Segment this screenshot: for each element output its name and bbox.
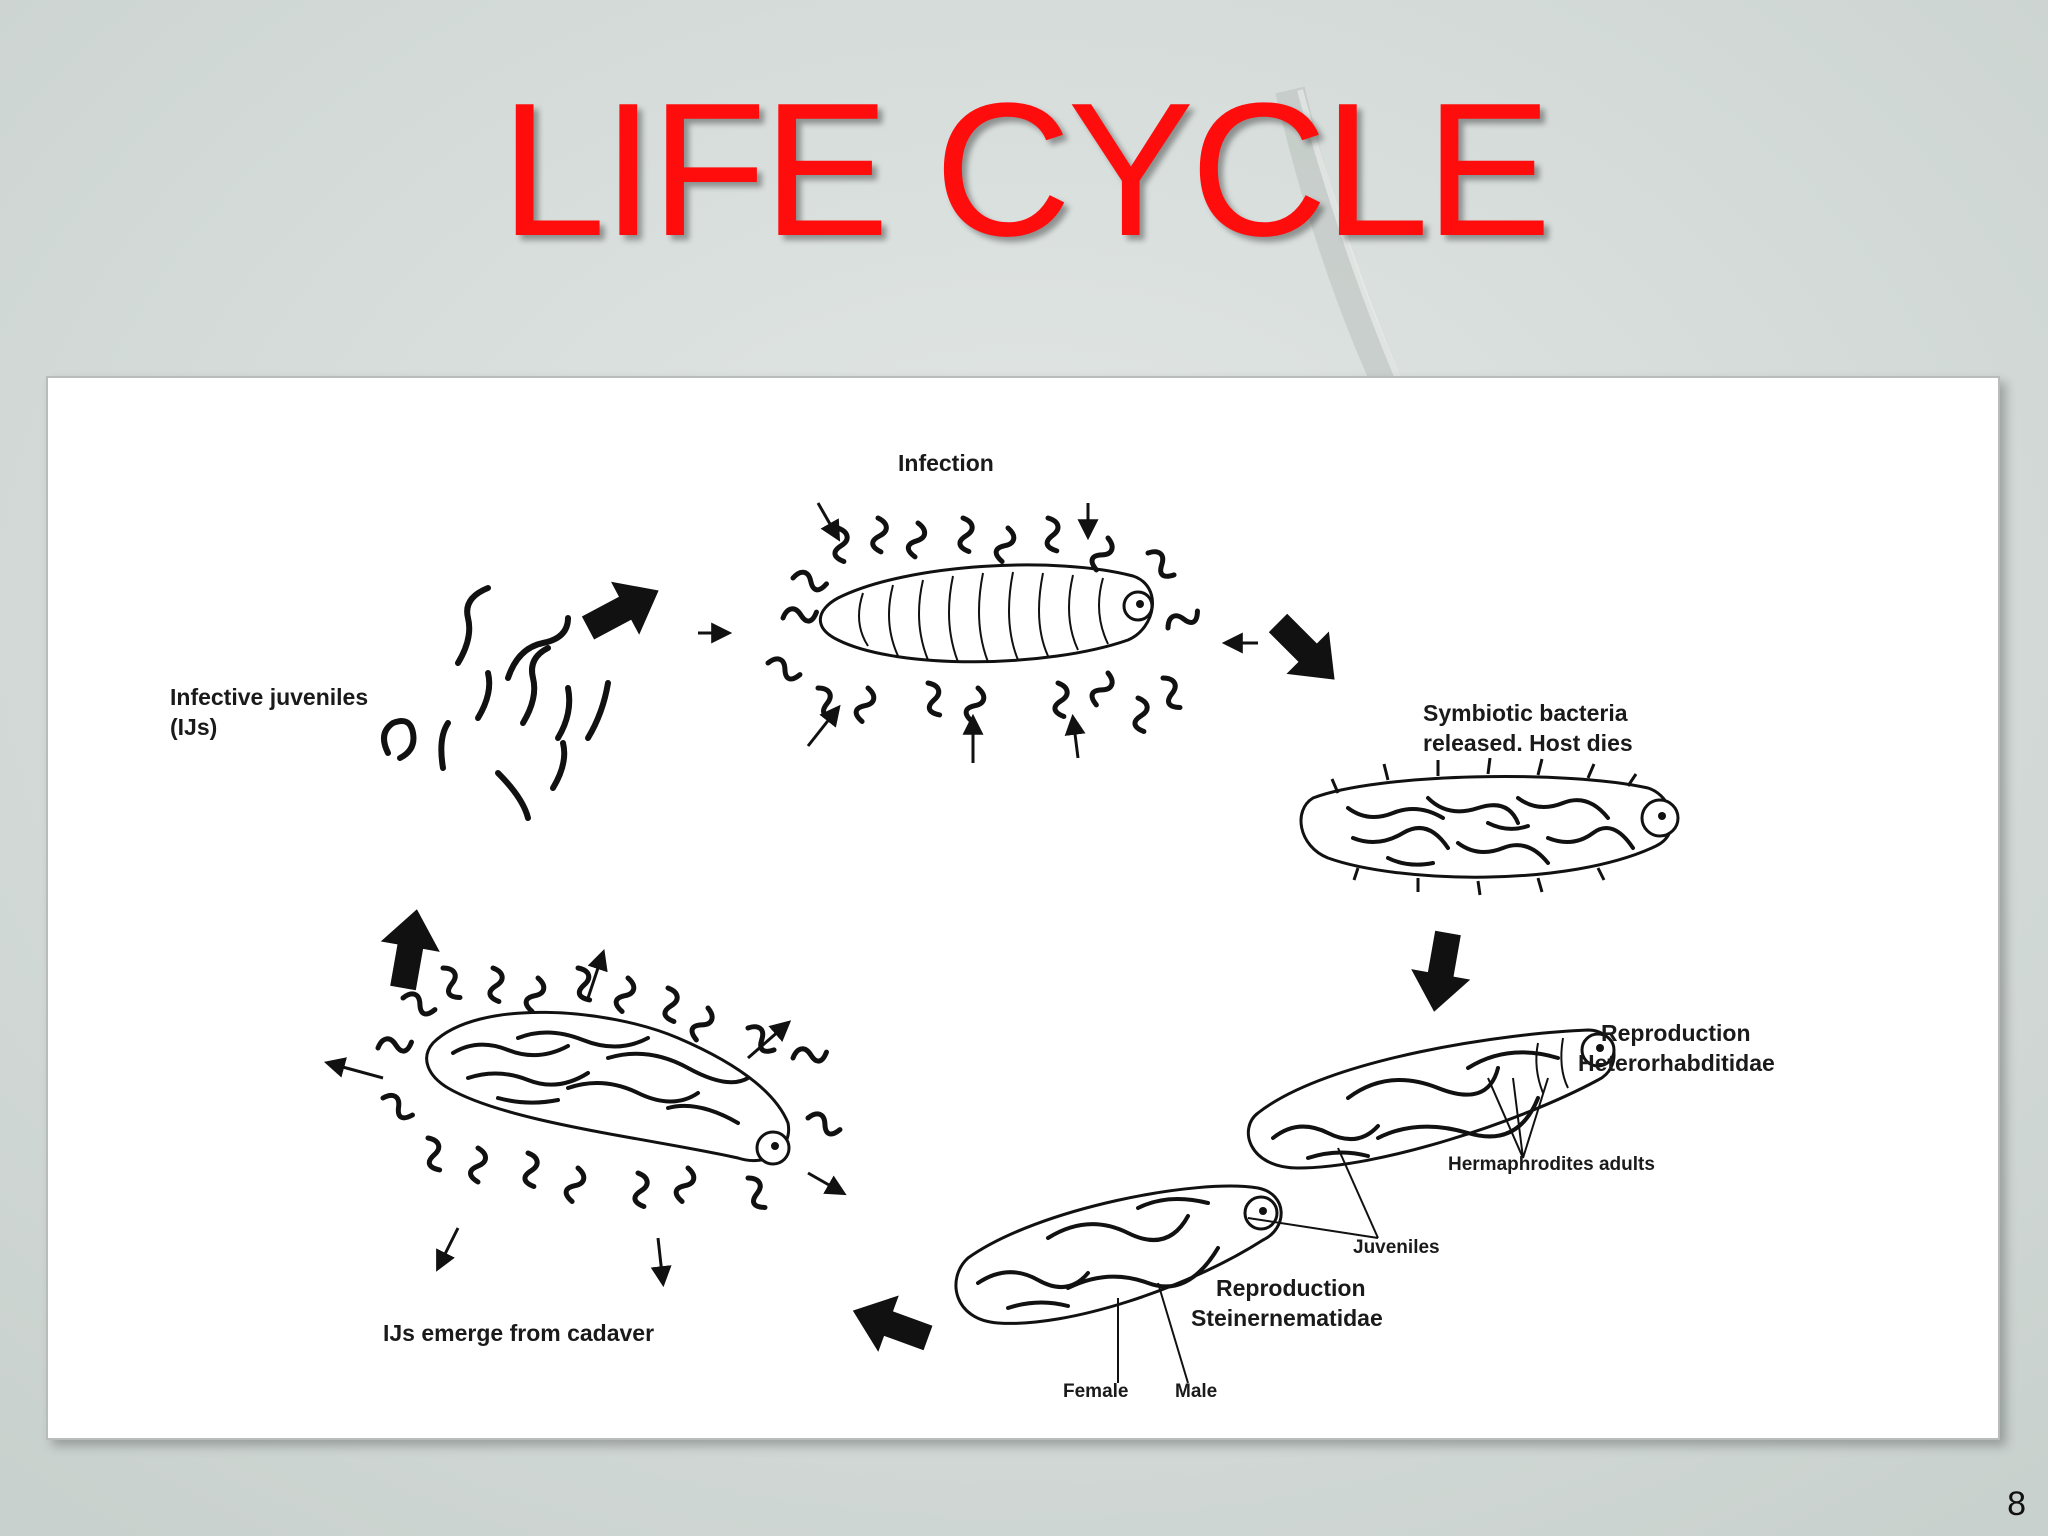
cycle-arrow-to-emergence — [842, 1282, 939, 1367]
hermaphrodites-pointer-lines — [1487, 1077, 1549, 1159]
steinernematidae-reproduction-illustration — [954, 1184, 1283, 1325]
label-infection: Infection — [898, 450, 994, 476]
label-heterorhabditidae-line1: Reproduction — [1601, 1020, 1751, 1046]
infective-juveniles-illustration — [381, 585, 611, 821]
cycle-arrow-to-juveniles — [373, 904, 447, 994]
cycle-arrow-to-infection — [573, 563, 673, 655]
cycle-arrow-to-host-death — [1256, 601, 1356, 701]
infection-entry-arrows — [698, 502, 1258, 763]
dying-host-larva-illustration — [1299, 757, 1680, 896]
label-steinernematidae-line2: Steinernematidae — [1191, 1305, 1383, 1331]
life-cycle-diagram — [323, 502, 1680, 1384]
female-male-pointer-lines — [1117, 1282, 1189, 1384]
label-female: Female — [1063, 1381, 1129, 1402]
cadaver-emergence-illustration — [425, 1010, 791, 1166]
label-symbiotic-line2: released. Host dies — [1423, 730, 1633, 756]
heterorhabditidae-reproduction-illustration — [1247, 1028, 1616, 1170]
label-male: Male — [1175, 1381, 1218, 1402]
juveniles-pointer-lines — [1247, 1147, 1379, 1239]
label-ijs-emerge-from-cadaver: IJs emerge from cadaver — [383, 1320, 655, 1346]
label-juveniles: Juveniles — [1353, 1237, 1440, 1258]
label-infective-juveniles-line2: (IJs) — [170, 714, 218, 740]
emergence-arrows — [323, 949, 847, 1288]
infection-larva-illustration — [818, 563, 1154, 664]
slide-page-number: 8 — [2007, 1485, 2026, 1523]
label-hermaphrodites-adults: Hermaphrodites adults — [1448, 1154, 1655, 1175]
label-steinernematidae-line1: Reproduction — [1216, 1275, 1366, 1301]
cycle-arrow-to-reproduction — [1404, 927, 1478, 1017]
label-heterorhabditidae-line2: Heterorhabditidae — [1578, 1050, 1775, 1076]
label-symbiotic-line1: Symbiotic bacteria — [1423, 700, 1628, 726]
slide-title: LIFE CYCLE — [500, 64, 1552, 276]
label-infective-juveniles-line1: Infective juveniles — [170, 684, 369, 710]
life-cycle-diagram-panel: Infection Symbiotic bacteria released. H… — [46, 376, 2000, 1440]
